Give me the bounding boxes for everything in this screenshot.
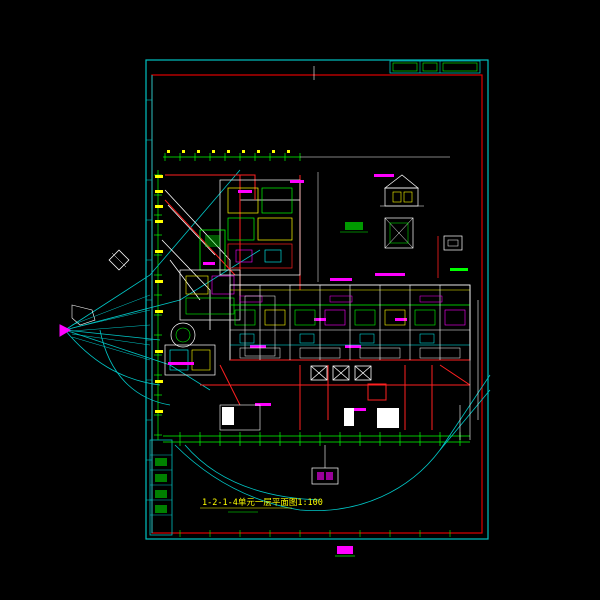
left-text-clusters xyxy=(155,175,163,413)
column-markers-top xyxy=(167,150,290,153)
gate xyxy=(311,445,339,485)
top-dimension-line xyxy=(163,153,301,161)
parking-boxes xyxy=(310,365,372,381)
viewpoint-marker xyxy=(59,294,151,361)
title-block xyxy=(389,60,481,74)
site-boundary xyxy=(64,169,491,512)
site-marker-cross xyxy=(111,252,127,268)
left-dimension-line xyxy=(154,170,162,440)
right-edge-lines xyxy=(459,285,479,440)
sheet-border xyxy=(145,59,489,540)
left-unit-cluster xyxy=(164,179,301,376)
detail-upper-right xyxy=(317,172,468,282)
drawing-title: 1-2-1-4单元一层平面图1:100 xyxy=(202,497,323,508)
bottom-dimension-line xyxy=(163,432,470,446)
entrance-blocks xyxy=(222,407,399,428)
north-arrow xyxy=(335,546,355,557)
ground-red-lines xyxy=(200,364,471,430)
revision-column xyxy=(149,439,173,536)
entrance-outline xyxy=(219,404,261,431)
bottom-axis-ticks xyxy=(179,530,451,537)
